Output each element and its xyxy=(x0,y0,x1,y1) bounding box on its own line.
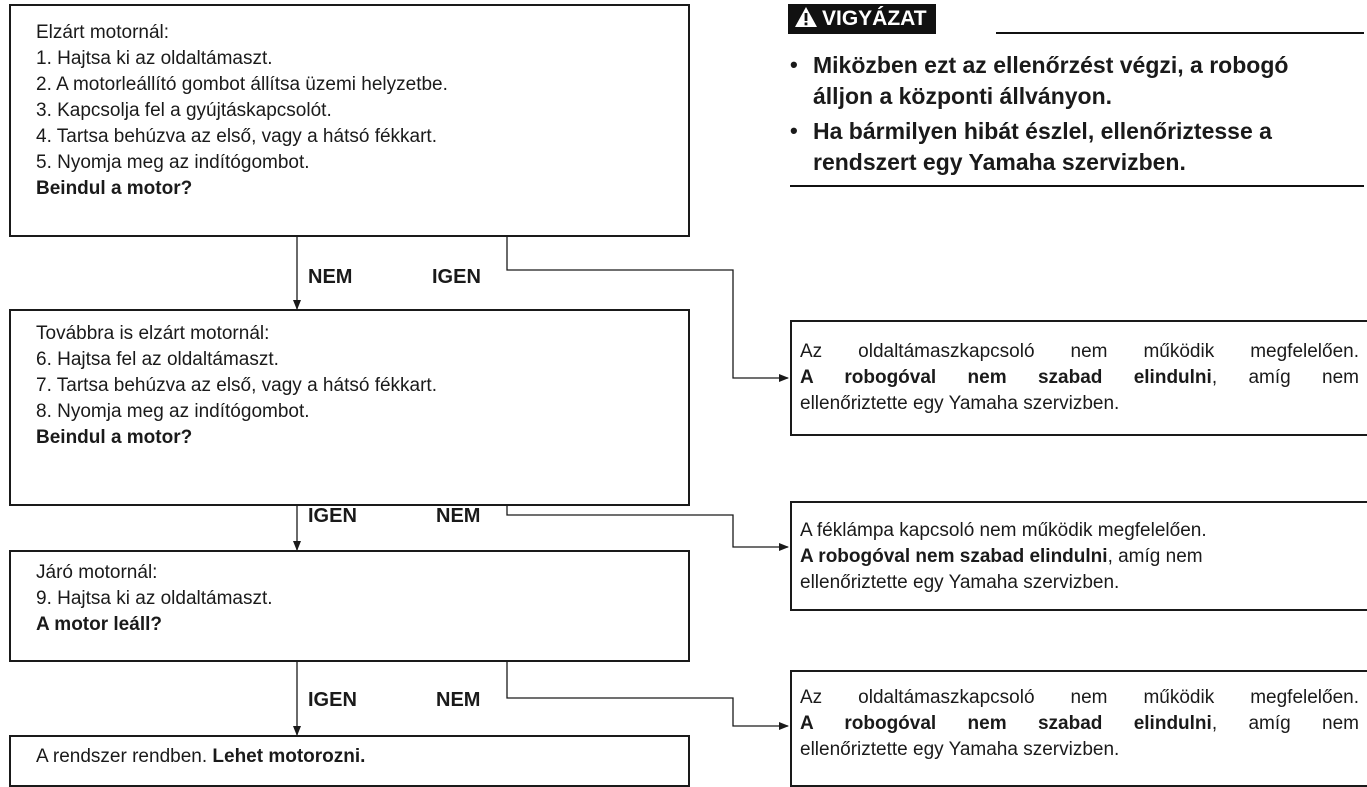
result-line: ellenőriztette egy Yamaha szervizben. xyxy=(800,572,1120,593)
warning-bullet: • xyxy=(790,118,798,143)
warning-divider-bottom xyxy=(790,185,1364,187)
result-line: A robogóval nem szabad elindulni, amíg n… xyxy=(800,544,1203,570)
branch-label-down: IGEN xyxy=(308,689,357,711)
branch-label-down: IGEN xyxy=(308,505,357,527)
step-line: 2. A motorleállító gombot állítsa üzemi … xyxy=(36,74,448,95)
result-rest: , amíg nem xyxy=(1211,713,1359,734)
step-box-3: Járó motornál: 9. Hajtsa ki az oldaltáma… xyxy=(9,550,690,662)
result-box-1: Az oldaltámaszkapcsoló nem működik megfe… xyxy=(790,320,1367,436)
arrow-step3-side xyxy=(506,661,789,730)
step-line: Továbbra is elzárt motornál: xyxy=(36,323,270,344)
warning-title: VIGYÁZAT xyxy=(822,7,927,30)
warning-bullet: • xyxy=(790,52,798,77)
step-line: 7. Tartsa behúzva az első, vagy a hátsó … xyxy=(36,375,437,396)
branch-label-side: NEM xyxy=(436,505,481,527)
result-line: Az oldaltámaszkapcsoló nem működik megfe… xyxy=(800,687,1359,708)
result-box-2: A féklámpa kapcsoló nem működik megfelel… xyxy=(790,501,1367,611)
result-box-3: Az oldaltámaszkapcsoló nem működik megfe… xyxy=(790,670,1367,787)
branch-label-side: NEM xyxy=(436,689,481,711)
step-line: 5. Nyomja meg az indítógombot. xyxy=(36,152,310,173)
result-line: ellenőriztette egy Yamaha szervizben. xyxy=(800,739,1120,760)
result-bold: A robogóval nem szabad elindulni xyxy=(800,367,1212,388)
step-line: 9. Hajtsa ki az oldaltámaszt. xyxy=(36,588,273,609)
result-bold: A robogóval nem szabad elindulni xyxy=(800,713,1212,734)
step-line: 8. Nyomja meg az indítógombot. xyxy=(36,401,310,422)
warning-item-line: rendszert egy Yamaha szervizben. xyxy=(813,149,1186,175)
warning-divider-top xyxy=(996,32,1364,34)
step-question: Beindul a motor? xyxy=(36,427,193,448)
step-line: 1. Hajtsa ki az oldaltámaszt. xyxy=(36,48,273,69)
final-text: A rendszer rendben. Lehet motorozni. xyxy=(36,744,365,769)
warning-item-line: Ha bármilyen hibát észlel, ellenőriztess… xyxy=(813,118,1272,144)
warning-item-line: álljon a központi állványon. xyxy=(813,83,1113,109)
arrow-step2-side xyxy=(506,505,789,551)
result-bold: A robogóval nem szabad elindulni xyxy=(800,546,1108,567)
warning-item-line: Miközben ezt az ellenőrzést végzi, a rob… xyxy=(813,52,1289,78)
step-line: 4. Tartsa behúzva az első, vagy a hátsó … xyxy=(36,126,437,147)
step-box-1: Elzárt motornál: 1. Hajtsa ki az oldaltá… xyxy=(9,4,690,237)
branch-label-side: IGEN xyxy=(432,266,481,288)
arrow-step1-side xyxy=(506,236,789,382)
step-line: Járó motornál: xyxy=(36,562,158,583)
result-rest: , amíg nem xyxy=(1211,367,1359,388)
step-line: 6. Hajtsa fel az oldaltámaszt. xyxy=(36,349,279,370)
step-line: Elzárt motornál: xyxy=(36,22,170,43)
result-line: A robogóval nem szabad elindulni, amíg n… xyxy=(800,365,1359,391)
step-question: A motor leáll? xyxy=(36,614,162,635)
step-line: 3. Kapcsolja fel a gyújtáskapcsolót. xyxy=(36,100,332,121)
final-box: A rendszer rendben. Lehet motorozni. xyxy=(9,735,690,787)
warning-header: VIGYÁZAT xyxy=(788,4,936,34)
result-line: A féklámpa kapcsoló nem működik megfelel… xyxy=(800,520,1207,541)
result-line: ellenőriztette egy Yamaha szervizben. xyxy=(800,393,1120,414)
final-text-plain: A rendszer rendben. xyxy=(36,746,213,767)
step-question: Beindul a motor? xyxy=(36,178,193,199)
branch-label-down: NEM xyxy=(308,266,353,288)
result-line: Az oldaltámaszkapcsoló nem működik megfe… xyxy=(800,341,1359,362)
result-rest: , amíg nem xyxy=(1107,546,1203,567)
step-box-2: Továbbra is elzárt motornál: 6. Hajtsa f… xyxy=(9,309,690,506)
final-text-bold: Lehet motorozni. xyxy=(212,746,366,767)
warning-triangle-icon xyxy=(795,7,817,27)
result-line: A robogóval nem szabad elindulni, amíg n… xyxy=(800,711,1359,737)
